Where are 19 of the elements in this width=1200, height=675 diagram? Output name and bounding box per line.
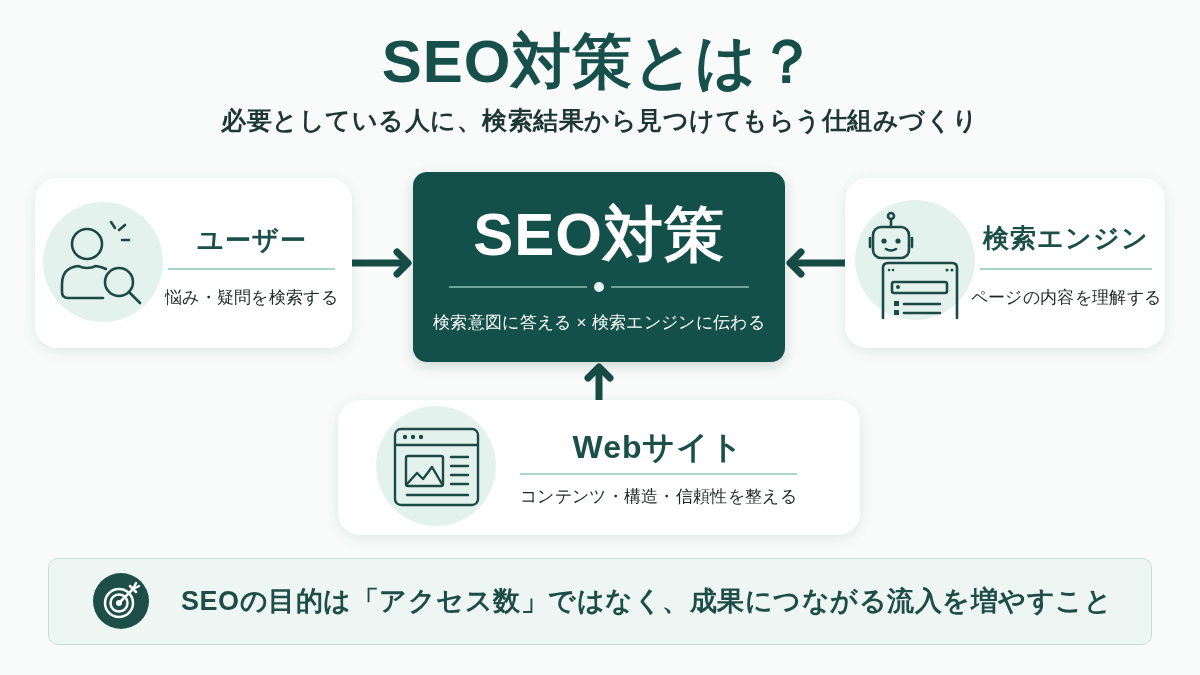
card-text: コンテンツ・構造・信頼性を整える [520,486,797,508]
box-title: SEO対策 [473,200,725,270]
subtitle: 必要としている人に、検索結果から見つけてもらう仕組みづくり [221,104,979,136]
card-title: Webサイト [572,428,745,467]
arrow [786,248,845,278]
page-title: SEO対策とは？ [381,27,819,97]
info-card [35,178,352,348]
banner-text: SEOの目的は「アクセス数」ではなく、成果につながる流入を増やすこと [181,584,1113,618]
info-card [338,400,860,535]
card-text: ページの内容を理解する [970,287,1162,309]
arrow [352,248,412,278]
card-text: 悩み・疑問を検索する [165,287,338,309]
message-banner [48,558,1152,645]
box-text: 検索意図に答える × 検索エンジンに伝わる [433,312,765,334]
card-title: 検索エンジン [983,222,1149,255]
concept-box [413,172,785,362]
arrow [584,363,614,400]
info-card [845,178,1165,348]
card-title: ユーザー [196,224,307,257]
